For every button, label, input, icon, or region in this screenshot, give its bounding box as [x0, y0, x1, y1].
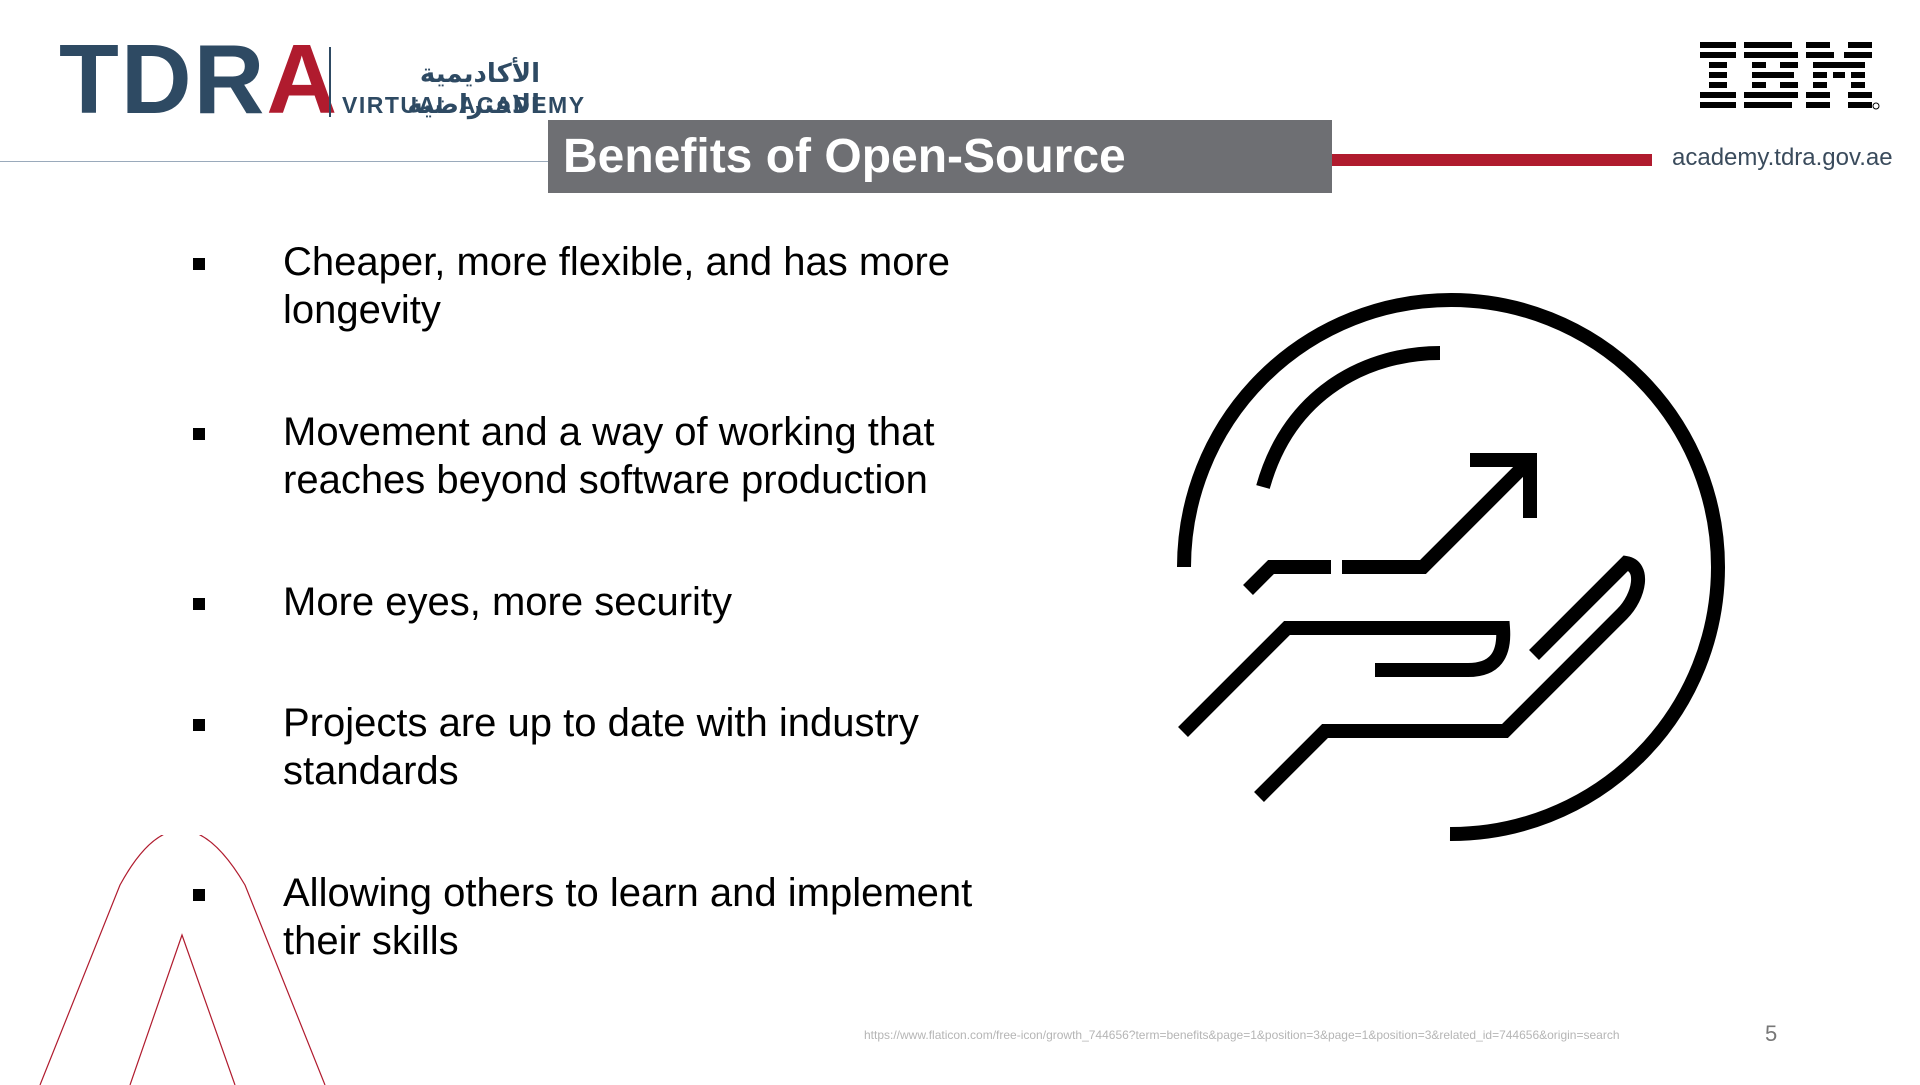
tdra-logo: TDRA: [59, 30, 339, 128]
header-rule-left: [0, 161, 550, 162]
site-url: academy.tdra.gov.ae: [1672, 144, 1893, 171]
bullet-text: More eyes, more security: [283, 580, 733, 624]
tdra-logo-accent: A: [266, 24, 340, 134]
list-item: Movement and a way of working that reach…: [193, 408, 1073, 578]
growth-hands-arrow-icon: [1177, 293, 1725, 842]
bullet-text: Movement and a way of working that reach…: [283, 410, 935, 502]
list-item: Allowing others to learn and implement t…: [193, 869, 1073, 1039]
decorative-arches: [39, 835, 326, 1085]
logo-english-text: VIRTUAL ACADEMY: [342, 92, 586, 118]
bullet-square-icon: [193, 258, 205, 270]
bullet-text: Allowing others to learn and implement t…: [283, 871, 973, 963]
bullet-text: Projects are up to date with industry st…: [283, 701, 919, 793]
title-band: [548, 120, 1332, 193]
page-number: 5: [1765, 1021, 1778, 1046]
bullet-list: Cheaper, more flexible, and has more lon…: [193, 238, 1073, 1039]
ibm-logo: [1700, 42, 1880, 110]
bullet-square-icon: [193, 889, 205, 901]
tdra-logo-main: TDR: [59, 24, 267, 134]
logo-divider: [329, 47, 331, 117]
list-item: Projects are up to date with industry st…: [193, 699, 1073, 869]
image-source-link[interactable]: https://www.flaticon.com/free-icon/growt…: [864, 1028, 1620, 1042]
list-item: Cheaper, more flexible, and has more lon…: [193, 238, 1073, 408]
list-item: More eyes, more security: [193, 578, 1073, 699]
logo-arabic-text: الأكاديمية الافتراضية: [407, 58, 540, 120]
bullet-square-icon: [193, 598, 205, 610]
bullet-square-icon: [193, 428, 205, 440]
header-rule-red: [1332, 154, 1652, 166]
bullet-text: Cheaper, more flexible, and has more lon…: [283, 240, 951, 332]
bullet-square-icon: [193, 719, 205, 731]
slide-title: Benefits of Open-Source: [563, 130, 1126, 183]
